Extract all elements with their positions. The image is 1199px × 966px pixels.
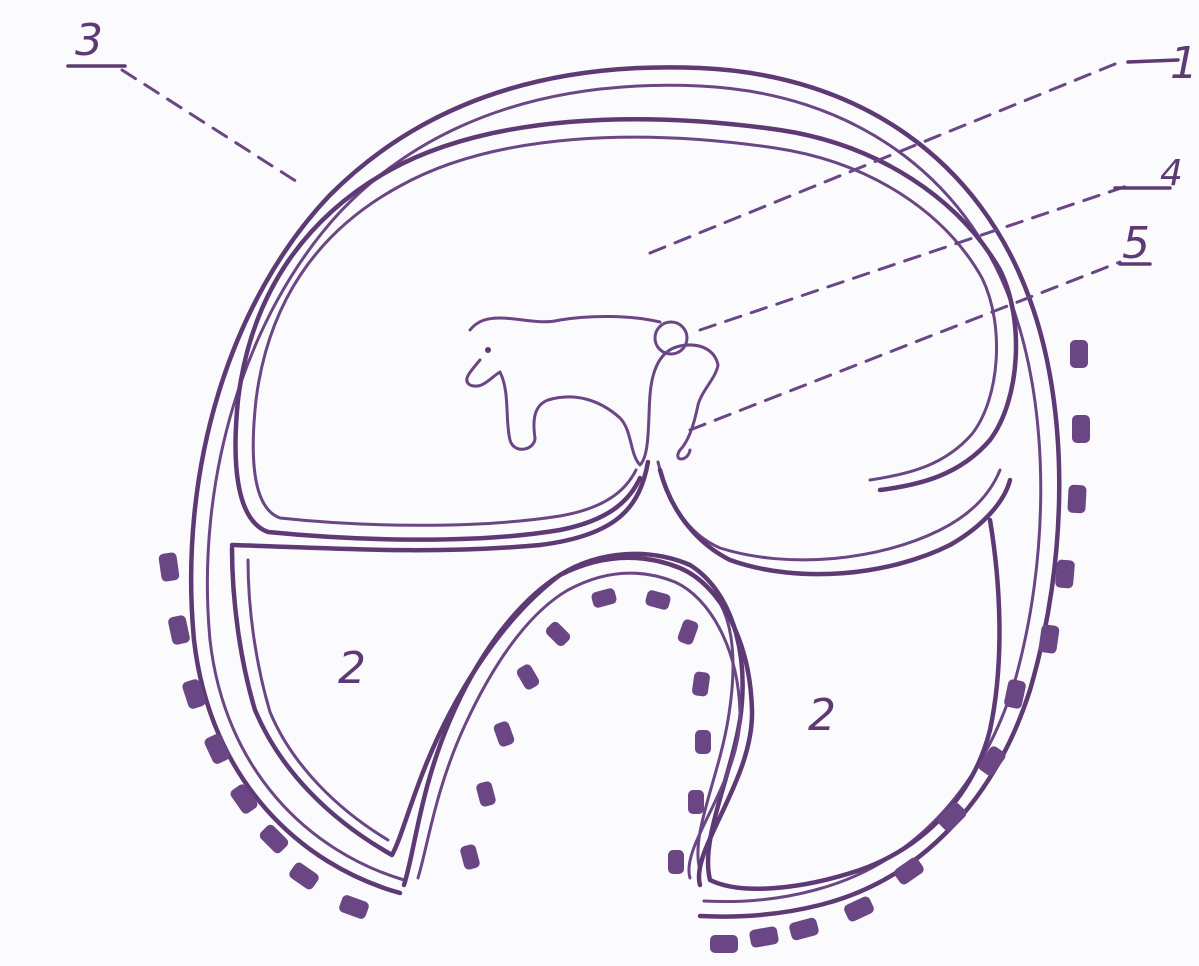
leader-1	[650, 62, 1120, 253]
label-5: 5	[1122, 218, 1150, 269]
label-1: 1	[1170, 38, 1198, 89]
label-2-left: 2	[338, 643, 366, 694]
leader-lines	[68, 60, 1178, 430]
villi-ticks	[158, 340, 1090, 953]
label-3: 3	[75, 15, 103, 66]
embryo	[467, 316, 718, 465]
central-arch	[404, 558, 752, 885]
label-2-right: 2	[808, 690, 836, 741]
leader-3	[122, 70, 302, 185]
label-4: 4	[1160, 153, 1183, 194]
amniotic-cavity	[236, 119, 1016, 539]
